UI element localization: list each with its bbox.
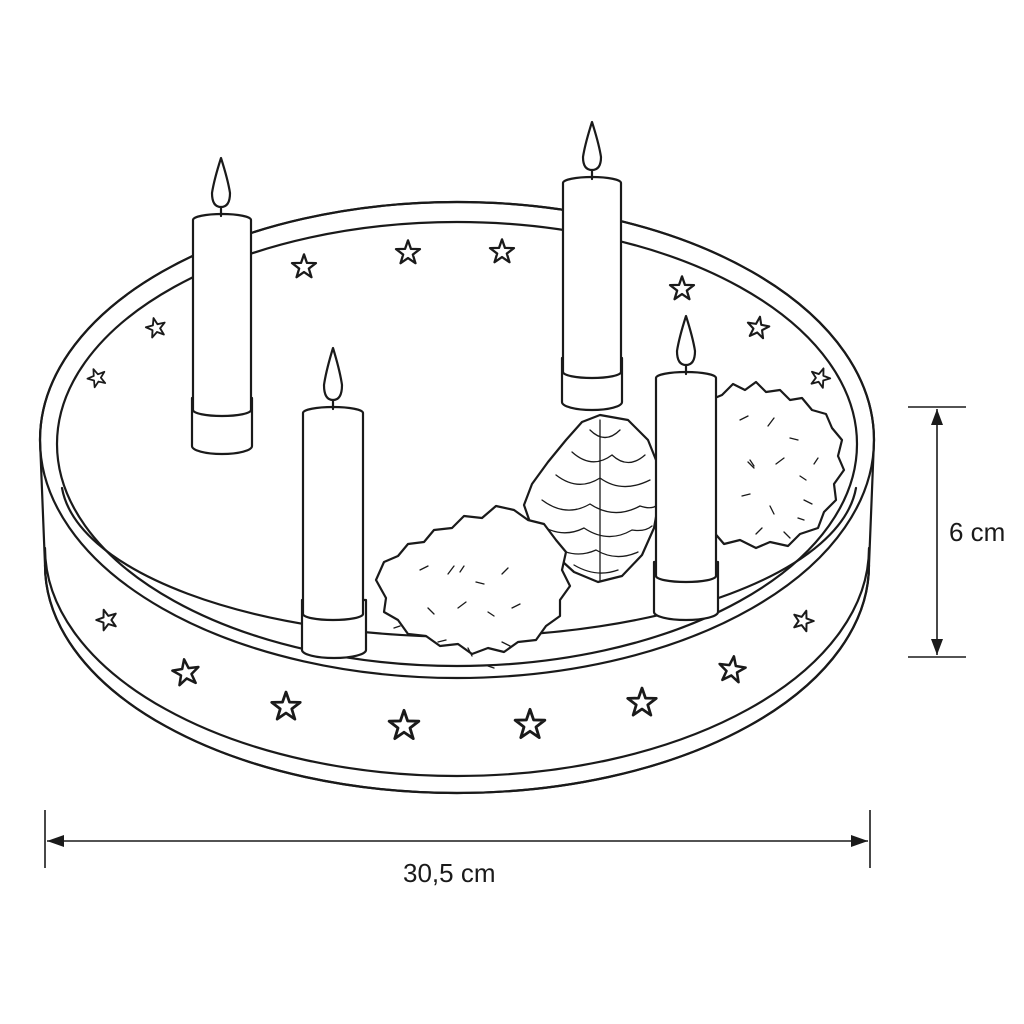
flame [322,346,344,402]
tray-bottom-rim [43,563,871,795]
arrowhead-down [931,639,943,655]
flame [581,120,603,172]
candle-icon [652,314,720,622]
candle-body [654,370,718,584]
flame [675,314,697,367]
candle-icon [190,156,254,456]
moss-ball-icon [698,380,846,550]
tray-lower-rim-line [43,546,871,778]
candle-body [191,212,253,418]
candle-body [301,405,365,622]
candle-icon [300,346,368,660]
height-label: 6 cm [949,517,1006,547]
moss-ball-icon [374,504,572,669]
width-label: 30,5 cm [403,858,496,888]
height-dimension [908,406,966,658]
candle-icon [560,120,624,412]
flame [210,156,232,209]
tray-top-rim [38,200,876,680]
width-dimension [44,810,871,868]
arrowhead-left [47,835,64,847]
candle-body [561,175,623,380]
arrowhead-right [851,835,868,847]
arrowhead-up [931,409,943,425]
